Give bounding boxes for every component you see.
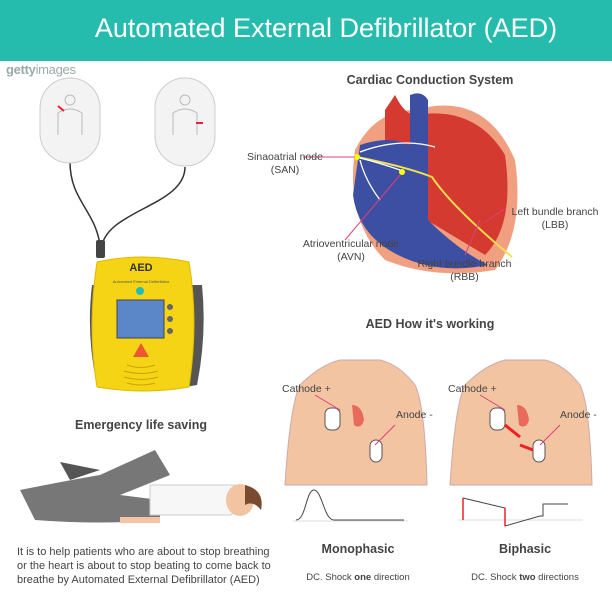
heart-diagram <box>303 93 518 274</box>
label-name: Sinaoatrial node <box>247 151 323 163</box>
working-title: AED How it's working <box>365 317 495 331</box>
caption-bold: one <box>354 572 372 583</box>
label-avn: Atrioventricular node(AVN) <box>296 238 406 264</box>
label-rbb: Right bundle branch(RBB) <box>412 258 517 284</box>
label-abbr: (AVN) <box>337 251 365 263</box>
anode-label-mono: Anode - <box>396 409 433 421</box>
header-bar <box>0 0 612 61</box>
torso-biphasic <box>449 359 593 527</box>
label-abbr: (SAN) <box>270 164 300 176</box>
caption-text: DC. Shock <box>306 572 355 583</box>
label-san: Sinaoatrial node(SAN) <box>240 151 330 177</box>
aed-sublabel: Automated External Defibrillator <box>112 279 170 284</box>
aed-device <box>89 256 204 392</box>
label-name: Right bundle branch <box>417 258 512 270</box>
description-line: breathe by Automated External Defibrilla… <box>17 574 260 586</box>
caption-text: direction <box>371 572 410 583</box>
monophasic-title: Monophasic <box>321 542 395 556</box>
label-lbb: Left bundle branch(LBB) <box>505 206 605 232</box>
description-line: or the heart is about to stop beating to… <box>17 560 271 572</box>
description-paragraph: It is to help patients who are about to … <box>17 545 271 587</box>
lying-person <box>20 450 262 523</box>
biphasic-caption: DC. Shock two directions <box>445 572 605 583</box>
caption-text: directions <box>535 572 579 583</box>
biphasic-title: Biphasic <box>498 542 552 556</box>
label-abbr: (RBB) <box>450 271 479 283</box>
monophasic-caption: DC. Shock one direction <box>278 572 438 583</box>
torso-monophasic <box>284 359 428 522</box>
anode-label-bi: Anode - <box>560 409 597 421</box>
label-name: Left bundle branch <box>511 206 599 218</box>
heart-title: Cardiac Conduction System <box>346 73 514 87</box>
page-title: Automated External Defibrillator (AED) <box>94 13 558 43</box>
label-name: Atrioventricular node <box>302 238 400 250</box>
caption-text: DC. Shock <box>471 572 520 583</box>
cathode-label-mono: Cathode + <box>282 383 331 395</box>
cathode-label-bi: Cathode + <box>448 383 497 395</box>
electrode-pads <box>39 77 216 258</box>
description-line: It is to help patients who are about to … <box>17 546 270 558</box>
caption-bold: two <box>519 572 536 583</box>
watermark-logo: gettyimages <box>6 62 76 77</box>
aed-label: AED <box>129 262 153 274</box>
label-abbr: (LBB) <box>541 219 569 231</box>
emergency-title: Emergency life saving <box>74 418 207 432</box>
